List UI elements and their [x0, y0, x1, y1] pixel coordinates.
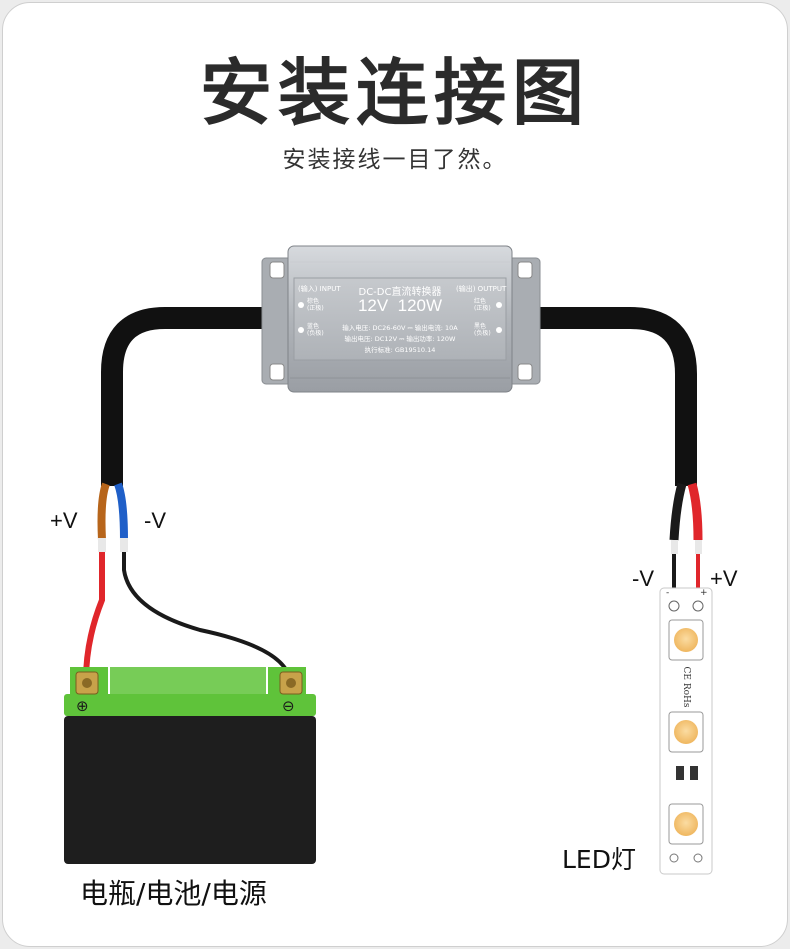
input-plus-label: +V: [50, 508, 78, 533]
blue-wire-insulation: [114, 482, 128, 541]
output-red-strip: [695, 540, 702, 554]
output-red-insulation: [687, 482, 703, 541]
led-plus-mark: +: [700, 588, 708, 598]
led-chip: [674, 720, 698, 744]
converter-spec-2: 输出电压: DC12V ⎓ 输出功率: 120W: [344, 335, 456, 343]
page-subtitle: 安装接线一目了然。: [282, 147, 508, 173]
input-cable: [101, 307, 268, 486]
input-minus-label: -V: [144, 508, 166, 533]
led-strip: [659, 587, 713, 875]
led-chip: [674, 812, 698, 836]
output-cable: [520, 307, 697, 486]
page-title: 安装连接图: [199, 51, 590, 135]
converter-output-label: (输出) OUTPUT: [456, 285, 507, 293]
battery-pos-symbol: ⊕: [76, 697, 89, 715]
led-cert-label: CE RoHs: [681, 666, 691, 708]
converter-input-label: (输入) INPUT: [298, 285, 341, 293]
converter-spec-3: 执行标准: GB19510.14: [364, 346, 436, 354]
converter-out-neg: 黑色 (负极): [474, 323, 491, 337]
output-plus-label: +V: [710, 566, 738, 591]
output-minus-label: -V: [632, 566, 654, 591]
black-wire-to-battery: [122, 552, 292, 681]
output-black-insulation: [669, 482, 687, 541]
battery-label: 电瓶/电池/电源: [80, 877, 267, 910]
converter-model: DC-DC直流转换器: [358, 287, 442, 298]
output-black-strip: [671, 540, 678, 554]
battery: [64, 667, 316, 864]
brown-wire-strip: [98, 538, 106, 552]
converter-spec-1: 输入电压: DC26-60V ⎓ 输出电流: 10A: [342, 324, 458, 332]
blue-wire-strip: [120, 538, 128, 552]
led-chip: [674, 628, 698, 652]
led-label: LED灯: [562, 845, 636, 874]
converter-out-pos: 红色 (正极): [474, 298, 491, 312]
dc-dc-converter: [261, 245, 541, 393]
converter-in-neg: 蓝色 (负极): [307, 323, 324, 337]
brown-wire-insulation: [97, 482, 110, 541]
red-wire-to-battery: [83, 552, 105, 681]
battery-neg-symbol: ⊖: [282, 697, 295, 715]
converter-rating: 12V 120W: [357, 296, 443, 315]
converter-in-pos: 棕色 (正极): [307, 298, 324, 312]
led-minus-mark: -: [666, 588, 670, 598]
